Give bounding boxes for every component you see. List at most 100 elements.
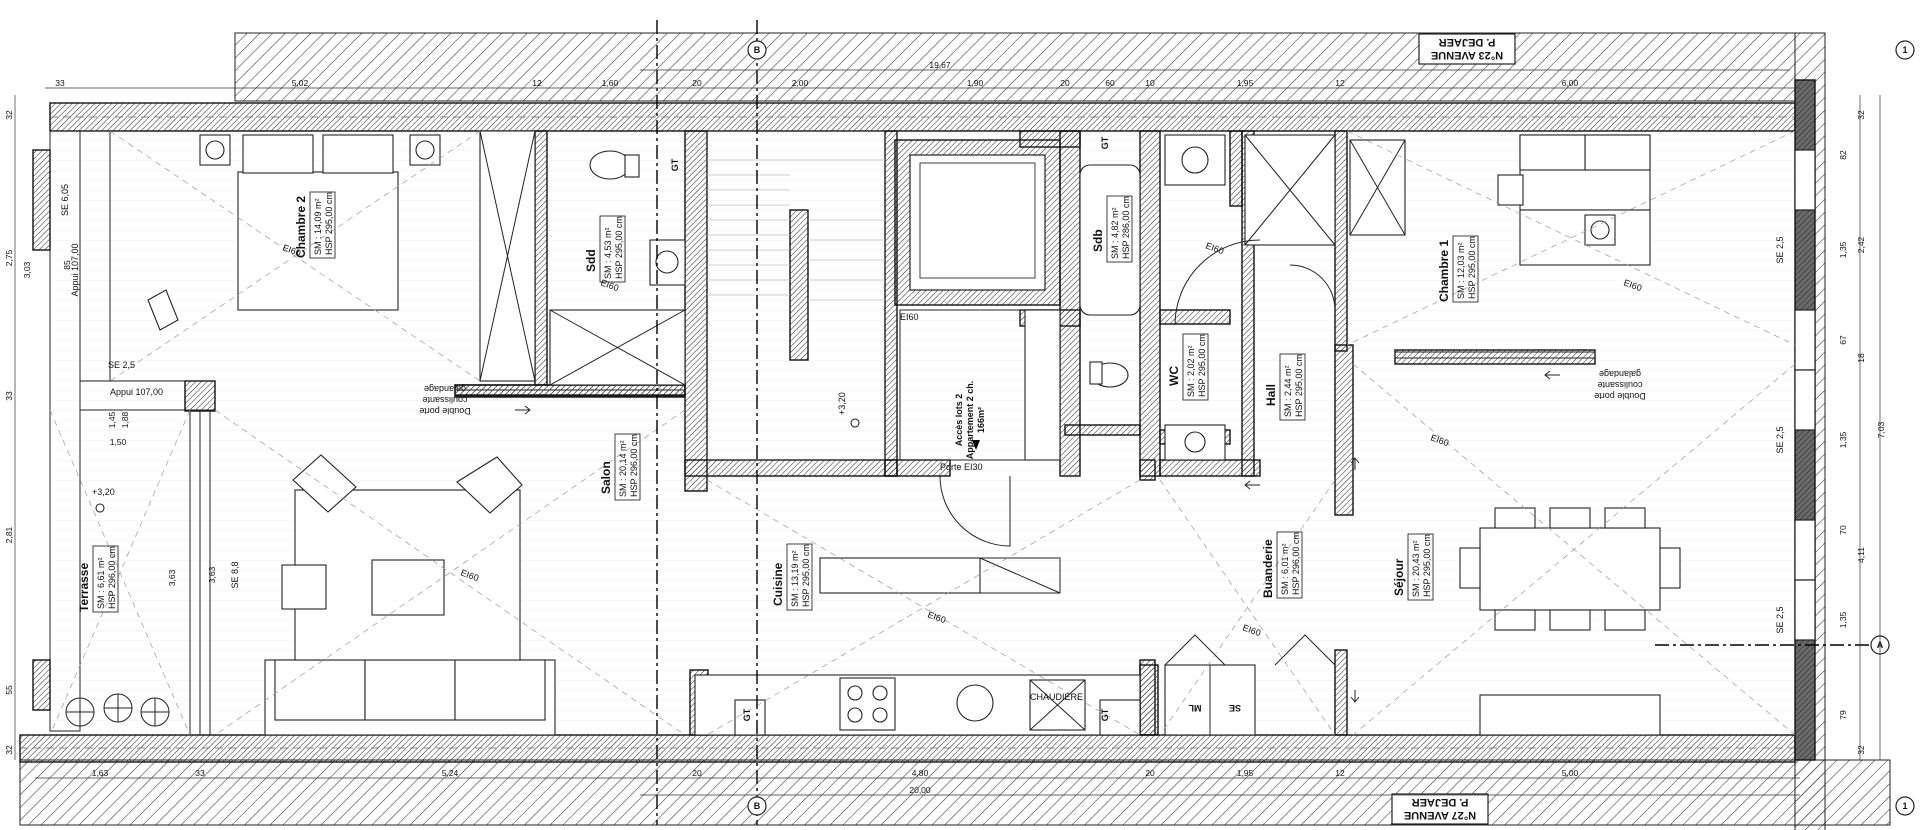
entry-label: Accès lots 2 Appartement 2 ch. 166m²	[954, 381, 986, 460]
svg-text:Sdb: Sdb	[1091, 229, 1105, 252]
svg-text:2,42: 2,42	[1856, 236, 1866, 253]
svg-text:1,90: 1,90	[967, 78, 984, 88]
svg-text:Double porte: Double porte	[419, 406, 471, 416]
svg-text:HSP 296,00 cm: HSP 296,00 cm	[1291, 532, 1301, 595]
room-hall: Hall SM : 2,44 m² HSP 295,00 cm	[1264, 353, 1306, 421]
svg-text:SM : 13,19 m²: SM : 13,19 m²	[790, 550, 800, 607]
neighbour-bottom-hatch	[19, 759, 1891, 826]
gt-label: GT	[742, 708, 752, 721]
axis-marker-b-top: B	[747, 40, 767, 60]
se-25-label: SE 2,5	[108, 360, 135, 370]
title-top-line2: P. DEJAER	[1439, 36, 1496, 48]
svg-text:20,00: 20,00	[909, 785, 931, 795]
room-terrasse: Terrasse SM : 6,61 m² HSP 296,00 cm	[77, 545, 119, 613]
svg-text:1,45: 1,45	[107, 411, 117, 428]
svg-text:85: 85	[62, 260, 72, 270]
svg-text:33: 33	[195, 768, 205, 778]
flow-arrows	[515, 370, 1560, 703]
svg-text:32: 32	[4, 110, 14, 120]
svg-text:20: 20	[692, 78, 702, 88]
svg-text:1,95: 1,95	[1237, 768, 1254, 778]
svg-text:55: 55	[4, 685, 14, 695]
dims-bottom: 1,63 33 5,24 20 4,80 20 1,95 12 5,00 20,…	[92, 768, 1579, 795]
svg-text:HSP 286,00 cm: HSP 286,00 cm	[1121, 196, 1131, 259]
svg-text:18: 18	[1856, 353, 1866, 363]
ml-label: ML	[1188, 703, 1201, 713]
svg-text:4,80: 4,80	[912, 768, 929, 778]
svg-text:5,02: 5,02	[292, 78, 309, 88]
svg-text:1,50: 1,50	[110, 437, 127, 447]
svg-text:1: 1	[1902, 45, 1907, 55]
svg-text:5,24: 5,24	[442, 768, 459, 778]
se-25-right-3: SE 2,5	[1775, 606, 1785, 633]
svg-text:33: 33	[55, 78, 65, 88]
svg-text:2,81: 2,81	[4, 526, 14, 543]
neighbour-top-hatch	[234, 32, 1796, 102]
svg-text:Cuisine: Cuisine	[771, 562, 785, 606]
svg-text:7,03: 7,03	[1876, 421, 1886, 438]
svg-text:Salon: Salon	[599, 461, 613, 494]
room-chambre1: Chambre 1 SM : 12,03 m² HSP 295,00 cm	[1437, 235, 1479, 303]
svg-text:3,03: 3,03	[22, 261, 32, 278]
svg-text:32: 32	[1856, 110, 1866, 120]
svg-text:60: 60	[1105, 78, 1115, 88]
svg-text:79: 79	[1838, 710, 1848, 720]
svg-text:SM : 14,09 m²: SM : 14,09 m²	[313, 198, 323, 255]
svg-text:SM : 20,43 m²: SM : 20,43 m²	[1411, 540, 1421, 597]
svg-text:HSP 296,00 cm: HSP 296,00 cm	[629, 434, 639, 497]
svg-text:1: 1	[1902, 801, 1907, 811]
se-25-right-1: SE 2,5	[1775, 236, 1785, 263]
room-sejour: Séjour SM : 20,43 m² HSP 295,00 cm	[1392, 533, 1434, 601]
svg-text:20: 20	[1145, 768, 1155, 778]
svg-text:20: 20	[692, 768, 702, 778]
svg-text:HSP 296,00 cm: HSP 296,00 cm	[107, 546, 117, 609]
svg-text:SM : 6,61 m²: SM : 6,61 m²	[96, 557, 106, 609]
room-chambre2: Chambre 2 SM : 14,09 m² HSP 295,00 cm	[294, 191, 336, 259]
room-wc: WC SM : 2,02 m² HSP 295,00 cm	[1167, 333, 1209, 401]
stair-treads	[707, 159, 885, 301]
se-label: SE	[1229, 703, 1241, 713]
entry-arrow-icon	[972, 440, 980, 450]
se-88-label: SE 8,8	[230, 561, 240, 588]
svg-text:70: 70	[1838, 525, 1848, 535]
svg-text:33: 33	[4, 391, 14, 401]
svg-text:Sdd: Sdd	[584, 249, 598, 272]
svg-text:HSP 295,00 cm: HSP 295,00 cm	[1422, 534, 1432, 597]
dims-right: 32 82 2,42 18 7,03 70 4,11 79 32 1,35 67…	[1838, 110, 1886, 755]
dims-top: 33 5,02 12 1,60 20 2,00 1,90 20 60 10 1,…	[55, 60, 1578, 88]
gt-label: GT	[670, 158, 680, 171]
svg-text:19,67: 19,67	[929, 60, 951, 70]
room-diagonals	[49, 130, 1796, 736]
svg-text:+3,20: +3,20	[837, 392, 847, 415]
svg-text:1,35: 1,35	[1838, 611, 1848, 628]
plant-icon	[65, 693, 170, 727]
svg-text:Accès lots 2: Accès lots 2	[954, 394, 964, 447]
svg-text:WC: WC	[1167, 366, 1181, 386]
title-block-top: N°23 AVENUE P. DEJAER	[1418, 33, 1516, 65]
room-sdd: Sdd SM : 4,53 m² HSP 295,00 cm	[584, 215, 626, 283]
svg-text:10: 10	[1145, 78, 1155, 88]
porte-label: Porte EI30	[940, 462, 983, 472]
svg-text:SM : 20,14 m²: SM : 20,14 m²	[618, 440, 628, 497]
svg-text:3,63: 3,63	[207, 566, 217, 583]
axis-marker-1-bottom: 1	[1895, 796, 1915, 816]
svg-text:B: B	[754, 45, 761, 55]
svg-text:SM : 4,53 m²: SM : 4,53 m²	[603, 227, 613, 279]
facade-wall-bottom	[19, 734, 1796, 763]
svg-text:20: 20	[1060, 78, 1070, 88]
svg-text:SM : 4,82 m²: SM : 4,82 m²	[1110, 207, 1120, 259]
svg-text:1,63: 1,63	[92, 768, 109, 778]
svg-text:Chambre 2: Chambre 2	[294, 196, 308, 258]
svg-text:HSP 295,00 cm: HSP 295,00 cm	[1467, 236, 1477, 299]
svg-text:1,95: 1,95	[1237, 78, 1254, 88]
svg-text:coulissante: coulissante	[1597, 380, 1642, 390]
title-top-line1: N°23 AVENUE	[1431, 49, 1503, 61]
svg-text:SM : 2,44 m²: SM : 2,44 m²	[1283, 365, 1293, 417]
svg-text:Chambre 1: Chambre 1	[1437, 240, 1451, 302]
svg-text:coulissante: coulissante	[422, 395, 467, 405]
svg-text:B: B	[754, 801, 761, 811]
double-door-label-left: Double porte coulissante galandage	[419, 384, 471, 416]
appui-label: Appui 107,00	[70, 243, 80, 296]
svg-text:Terrasse: Terrasse	[77, 563, 91, 612]
